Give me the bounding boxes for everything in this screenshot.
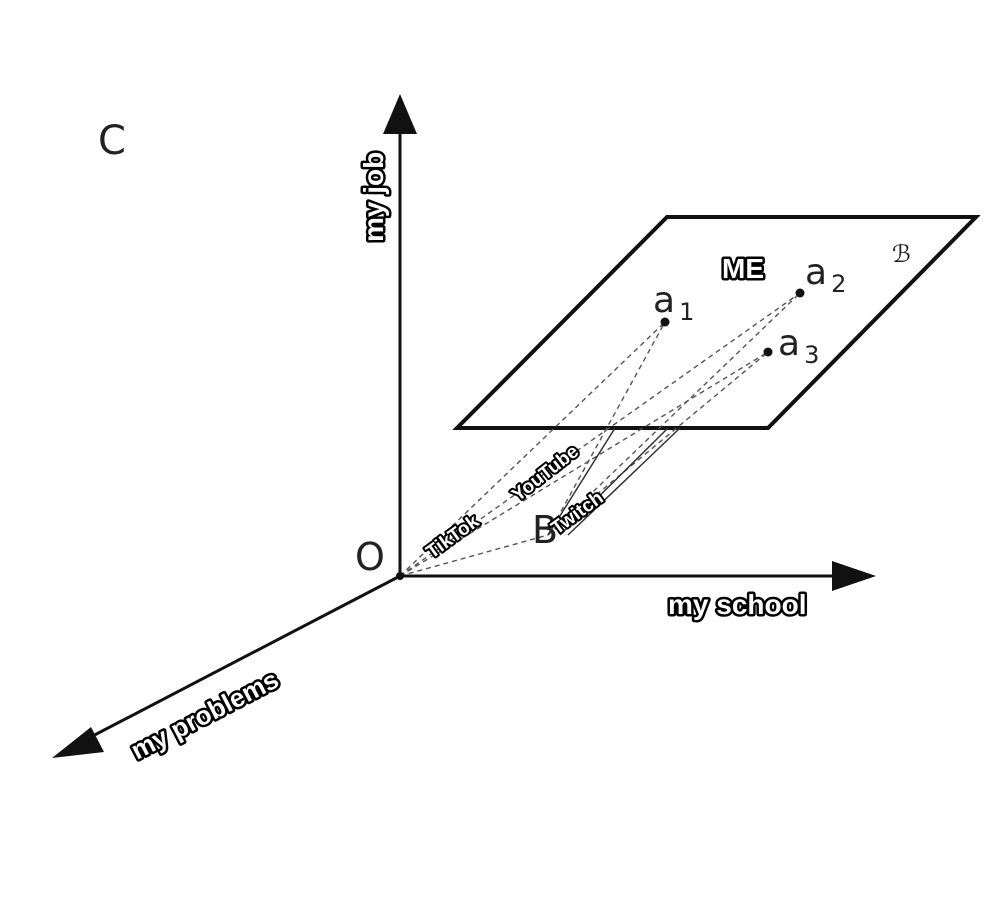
plane-points bbox=[660, 288, 805, 357]
dash-o-b bbox=[399, 534, 549, 577]
corner-letter: C bbox=[98, 118, 126, 164]
horizontal-axis-label: my school bbox=[668, 589, 806, 620]
projection-lines bbox=[399, 292, 801, 577]
tiktok-label: TikTok bbox=[423, 511, 484, 563]
point-a3-dot bbox=[763, 347, 773, 357]
dash-b-a3 bbox=[547, 351, 769, 536]
origin-dot bbox=[396, 572, 404, 580]
horizontal-axis-arrowhead bbox=[832, 561, 876, 591]
dash-o-a2 bbox=[399, 292, 801, 577]
depth-axis-line bbox=[84, 574, 401, 742]
b-line-2 bbox=[559, 427, 669, 536]
depth-axis-arrowhead bbox=[52, 727, 104, 758]
plane-symbol: ℬ bbox=[892, 240, 911, 268]
dash-b-a1 bbox=[547, 321, 666, 536]
b-connectors bbox=[547, 427, 681, 536]
b-line-1 bbox=[547, 427, 616, 536]
point-a1-dot bbox=[660, 317, 670, 327]
b-line-3 bbox=[567, 427, 681, 536]
me-plane bbox=[452, 215, 981, 430]
dash-b-a2 bbox=[547, 292, 801, 536]
point-a2-dot bbox=[795, 288, 805, 298]
origin-label: O bbox=[355, 535, 385, 579]
axes bbox=[52, 94, 876, 758]
plane-label-me: ME bbox=[722, 253, 764, 284]
vertical-axis-label: my job bbox=[358, 152, 389, 242]
dash-o-a1 bbox=[399, 321, 666, 577]
vertical-axis-arrowhead bbox=[383, 94, 417, 134]
point-b-label: B bbox=[532, 508, 558, 552]
